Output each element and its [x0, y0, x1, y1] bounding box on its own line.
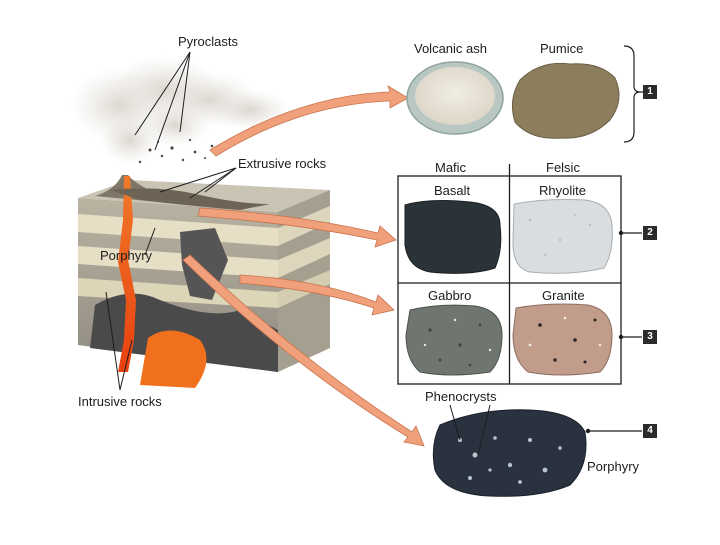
arrow-to-porphyry [182, 254, 425, 447]
callout-arrows [182, 85, 425, 447]
phenocryst-leaders [449, 404, 491, 456]
granite-sample [512, 303, 613, 376]
label-granite: Granite [542, 288, 585, 303]
ash-cloud [70, 55, 290, 165]
badge-leader-dots [585, 230, 624, 434]
rock-table [397, 164, 622, 385]
label-pyroclasts: Pyroclasts [178, 34, 238, 49]
label-basalt: Basalt [434, 183, 471, 198]
porphyry-sample [432, 409, 587, 497]
label-gabbro: Gabbro [428, 288, 472, 303]
badge-3: 3 [643, 330, 657, 344]
label-felsic: Felsic [546, 160, 580, 175]
volcanic-ash-sample [406, 61, 504, 135]
rock-speckles [423, 214, 602, 367]
rhyolite-sample [512, 199, 613, 274]
badge-4: 4 [643, 424, 657, 438]
arrow-to-gabbro [239, 274, 395, 316]
basalt-sample [404, 200, 502, 274]
bracket-1 [623, 45, 641, 143]
pumice-sample [511, 62, 620, 139]
label-volcanic-ash: Volcanic ash [414, 41, 487, 56]
label-pumice: Pumice [540, 41, 584, 56]
label-leader-lines [105, 51, 237, 391]
badge-2: 2 [643, 226, 657, 240]
label-phenocrysts: Phenocrysts [425, 389, 497, 404]
label-rhyolite: Rhyolite [539, 183, 586, 198]
label-mafic: Mafic [435, 160, 467, 175]
label-porphyry-sample: Porphyry [587, 459, 640, 474]
phenocryst-spots [458, 436, 562, 484]
label-intrusive-rocks: Intrusive rocks [78, 394, 162, 409]
gabbro-sample [405, 304, 503, 376]
arrow-to-basalt [197, 207, 397, 248]
badge-1: 1 [643, 85, 657, 99]
label-porphyry-block: Porphyry [100, 248, 153, 263]
arrow-to-pumice-ash [209, 85, 409, 157]
label-extrusive-rocks: Extrusive rocks [238, 156, 327, 171]
badge-leaders [588, 232, 642, 432]
